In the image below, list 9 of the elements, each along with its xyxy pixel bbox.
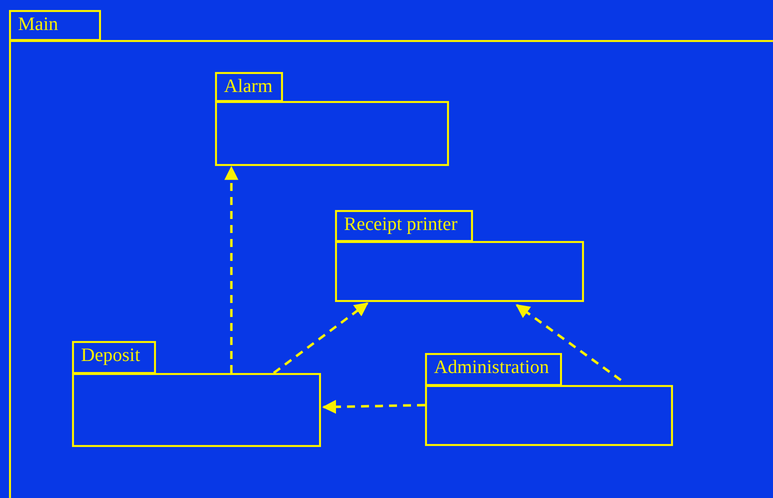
dependency-arrow: [322, 400, 426, 414]
dependency-arrow: [224, 166, 238, 373]
dependency-arrow: [516, 304, 622, 382]
dependency-arrow: [272, 302, 368, 374]
package-name: Deposit: [72, 341, 156, 374]
package-name: Administration: [425, 353, 562, 386]
package-name: Receipt printer: [335, 210, 473, 242]
package-name: Alarm: [215, 72, 283, 102]
package-name: Main: [9, 10, 101, 41]
